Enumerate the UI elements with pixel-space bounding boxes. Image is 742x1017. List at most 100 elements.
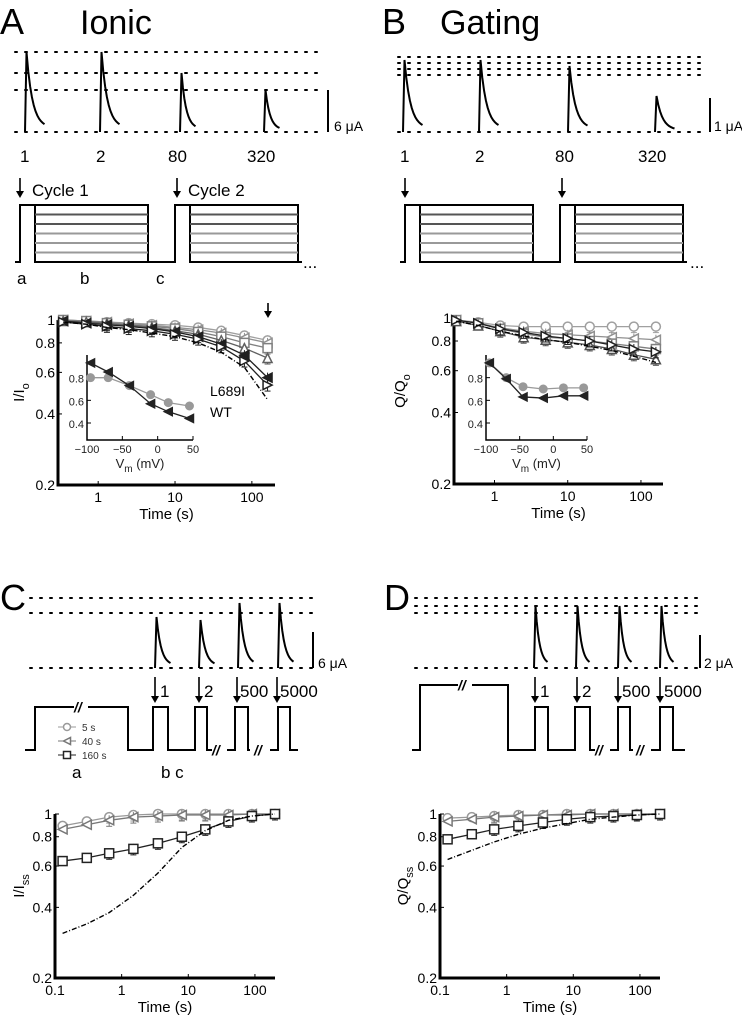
circle-marker (562, 321, 573, 332)
filled-circle-marker (518, 382, 528, 392)
series-40 s (56, 808, 281, 836)
x-tick-label: 100 (629, 488, 653, 504)
tri-left-marker (465, 813, 478, 825)
axis-break-icon: // (211, 742, 222, 758)
series-line (456, 319, 656, 328)
y-tick-label: 0.6 (432, 363, 452, 379)
y-axis-label: I/Io (11, 383, 32, 402)
series-label-WT: WT (210, 404, 232, 420)
current-trace (659, 605, 675, 669)
tri-right-marker (239, 355, 251, 367)
tri-left-marker (56, 823, 68, 836)
tri-right-marker (216, 341, 228, 353)
series-fit (62, 813, 276, 934)
x-tick-label: 10 (167, 489, 183, 505)
tri-right-marker (562, 332, 574, 345)
square-marker (488, 824, 500, 835)
tri-left-marker (127, 811, 139, 823)
filled-left-marker (123, 380, 135, 391)
series-L689I (86, 373, 194, 411)
y-tick-label: 0.4 (36, 406, 56, 422)
panel-letter-d: D (384, 577, 410, 618)
voltage-protocol (610, 706, 633, 751)
break-gap (458, 678, 472, 692)
tri-left-marker (488, 811, 500, 823)
y-tick-label: 0.6 (418, 858, 438, 874)
current-trace (533, 605, 549, 669)
axis-break-icon: // (253, 742, 264, 758)
series-line (63, 319, 268, 349)
a-trace-labels: 1 2 80 320 6 μA Cycle 1 Cycle 2 a b c ..… (17, 118, 364, 288)
x-tick-label: −100 (474, 444, 499, 456)
trace-label: 1 (400, 147, 409, 166)
filled-circle-marker (538, 384, 548, 394)
scale-label: 2 μA (704, 655, 734, 671)
x-tick-label: 100 (628, 982, 652, 998)
x-axis-label: Vm (mV) (512, 456, 561, 475)
square-marker (200, 824, 211, 835)
filled-circle-marker (579, 383, 589, 393)
voltage-protocol (651, 706, 685, 751)
cycle-1-label: Cycle 1 (32, 181, 89, 200)
series-label-L689I: L689I (210, 383, 245, 399)
arrow-head-icon (531, 696, 539, 703)
scale-label: 1 μA (714, 118, 742, 134)
y-tick-label: 0.4 (33, 899, 53, 915)
x-tick-label: 50 (581, 444, 593, 456)
square-marker (561, 813, 573, 825)
square-marker (152, 838, 164, 849)
panel-title-gating: Gating (440, 4, 540, 42)
y-tick-label: 1 (429, 806, 437, 822)
axis-break-icon: // (73, 699, 84, 715)
axes (53, 814, 275, 980)
trace-label: 2 (204, 682, 213, 701)
arrow-head-icon (573, 696, 581, 703)
legend-5s: 5 s (82, 723, 95, 734)
tri-left-marker (199, 809, 211, 821)
y-tick-label: 1 (44, 806, 52, 822)
current-trace (154, 616, 172, 669)
circle-marker (628, 321, 640, 332)
circle-marker (606, 321, 618, 332)
axis-break-icon: // (594, 742, 605, 758)
fit-line (456, 320, 657, 364)
arrow-head-icon (264, 311, 272, 318)
trace-label: 1 (160, 682, 169, 701)
fit-line (62, 813, 276, 934)
arrow-head-icon (195, 696, 203, 703)
trace-label: 80 (555, 147, 574, 166)
voltage-protocol (412, 684, 595, 751)
arrow-head-icon (151, 696, 159, 703)
tri-left-marker (649, 334, 662, 346)
axis-break-icon: // (457, 677, 468, 693)
axis-break-icon: // (635, 742, 646, 758)
x-tick-label: 1 (118, 982, 126, 998)
panel-title-ionic: Ionic (80, 4, 152, 42)
scale-label: 6 μA (334, 118, 364, 134)
x-axis-label: Time (s) (523, 999, 577, 1016)
x-tick-label: −100 (75, 444, 100, 456)
filled-circle-marker (163, 398, 173, 408)
tri-left-marker (103, 814, 115, 827)
filled-circle-marker (558, 383, 568, 393)
y-tick-label: 0.2 (418, 970, 438, 986)
square-marker (128, 843, 139, 855)
phase-label-bc: b c (161, 763, 184, 782)
circle-marker (650, 321, 662, 332)
inset-background (87, 355, 193, 440)
series-fit (456, 320, 657, 364)
trace-label: 500 (622, 682, 650, 701)
series-WT (84, 357, 195, 424)
trace-label: 2 (582, 682, 591, 701)
x-tick-label: 10 (560, 488, 576, 504)
arrow-head-icon (233, 696, 241, 703)
d-trace-labels: 1 2 500 5000 2 μA (540, 655, 734, 701)
current-trace (198, 619, 215, 669)
tri-right-marker (540, 330, 552, 342)
x-tick-label: 0.1 (45, 982, 65, 998)
tri-left-marker (441, 815, 453, 828)
filled-left-marker (517, 391, 528, 403)
current-trace (402, 59, 424, 133)
